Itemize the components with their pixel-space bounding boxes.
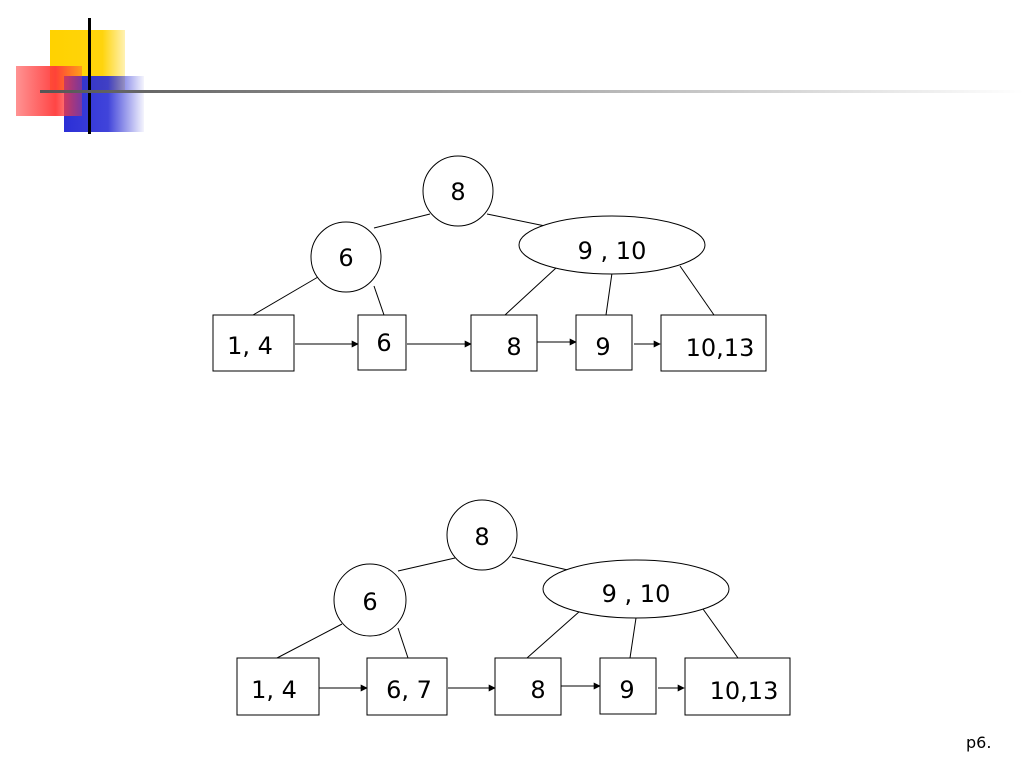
leaf-node-label: 6 [376, 329, 391, 357]
edge-left-leaf1 [276, 623, 343, 659]
leaf-node-label: 10,13 [686, 334, 755, 362]
edge-root-left [373, 213, 431, 229]
root-node-label: 8 [474, 523, 489, 551]
right-node-label: 9 , 10 [578, 237, 647, 265]
tree-diagram-2: 8 6 9 , 10 1, 4 6, 7 8 9 10,13 [236, 499, 791, 716]
left-node [333, 563, 407, 637]
edge-left-leaf2 [373, 285, 385, 316]
leaf-node [470, 314, 538, 372]
page-number: p6. [966, 733, 992, 752]
edge-left-leaf1 [252, 276, 319, 316]
edge-right-leaf5 [679, 265, 715, 316]
root-node-label: 8 [450, 178, 465, 206]
tree-diagram-1: 8 6 9 , 10 1, 4 6 8 9 10,13 [212, 155, 767, 372]
leaf-node-label: 9 [595, 333, 610, 361]
right-node [542, 559, 730, 619]
leaf-node [575, 314, 633, 371]
leaf-node-label: 9 [619, 676, 634, 704]
edge-right-leaf3 [504, 267, 557, 316]
leaf-node [494, 657, 562, 716]
deco-vertical-rule [88, 18, 91, 134]
edge-root-right [511, 556, 573, 572]
left-node-label: 6 [338, 244, 353, 272]
leaf-node [357, 314, 407, 371]
edge-right-leaf4 [605, 272, 613, 316]
leaf-node-label: 6, 7 [386, 676, 432, 704]
leaf-node [599, 657, 657, 715]
edge-right-leaf4 [629, 617, 637, 659]
corner-decoration [16, 18, 1024, 134]
leaf-node-label: 1, 4 [251, 676, 297, 704]
root-node [422, 155, 494, 227]
leaf-node-label: 1, 4 [227, 332, 273, 360]
edge-right-leaf3 [526, 610, 581, 659]
edge-root-left [397, 557, 456, 572]
leaf-node-label: 8 [530, 676, 545, 704]
leaf-node-label: 10,13 [710, 677, 779, 705]
root-node [446, 499, 518, 571]
leaf-node [366, 657, 448, 716]
right-node [518, 215, 706, 275]
leaf-node [236, 657, 320, 716]
left-node [310, 221, 382, 293]
right-node-label: 9 , 10 [602, 580, 671, 608]
leaf-node-label: 8 [506, 333, 521, 361]
deco-horizontal-rule [40, 90, 1024, 93]
edge-root-right [486, 213, 551, 228]
leaf-node [660, 314, 767, 372]
edge-left-leaf2 [397, 627, 409, 659]
left-node-label: 6 [362, 588, 377, 616]
edge-right-leaf5 [702, 608, 739, 659]
leaf-node [212, 314, 295, 372]
leaf-node [684, 657, 791, 716]
